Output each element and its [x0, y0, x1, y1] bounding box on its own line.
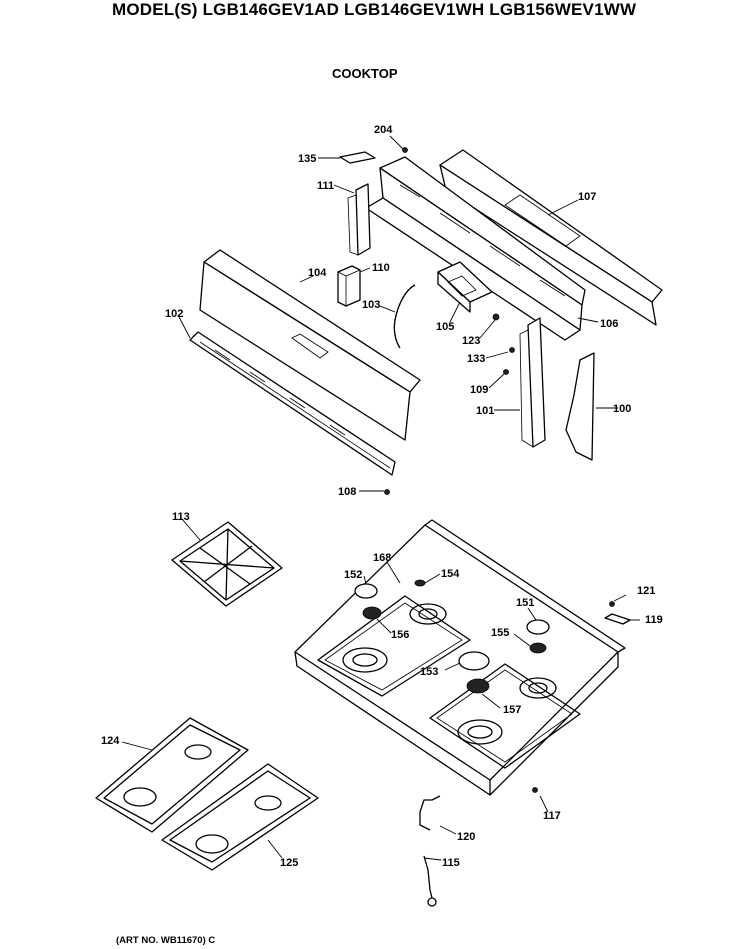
label-105: 105: [436, 321, 454, 333]
part-135-bracket: [339, 151, 376, 164]
label-119: 119: [645, 614, 663, 626]
label-102: 102: [165, 308, 183, 320]
label-154: 154: [441, 568, 460, 580]
label-111: 111: [317, 180, 334, 192]
part-102-manifold-panel: [189, 331, 396, 476]
part-105-clock: [437, 261, 493, 313]
label-101: 101: [476, 405, 494, 417]
label-100: 100: [613, 403, 631, 415]
label-135: 135: [298, 153, 316, 165]
label-133: 133: [467, 353, 485, 365]
label-108: 108: [338, 486, 356, 498]
part-101-end-bracket: [519, 317, 546, 448]
label-156: 156: [391, 629, 409, 641]
label-151: 151: [516, 597, 534, 609]
part-106-backguard: [365, 156, 586, 341]
label-121: 121: [637, 585, 655, 597]
label-117: 117: [543, 810, 561, 822]
part-103-wire-harness: [393, 284, 416, 349]
part-107-top-cover: [439, 149, 663, 326]
label-124: 124: [101, 735, 120, 747]
part-111-end-bracket: [347, 183, 371, 256]
label-104: 104: [308, 267, 327, 279]
section-title: COOKTOP: [332, 66, 398, 81]
label-109: 109: [470, 384, 488, 396]
label-107: 107: [578, 191, 596, 203]
label-106: 106: [600, 318, 618, 330]
label-123: 123: [462, 335, 480, 347]
part-104-control-panel: [199, 249, 421, 441]
main-cooktop: [294, 519, 626, 796]
label-103: 103: [362, 299, 380, 311]
model-numbers-header: MODEL(S) LGB146GEV1AD LGB146GEV1WH LGB15…: [112, 0, 637, 19]
label-125: 125: [280, 857, 298, 869]
label-153: 153: [420, 666, 438, 678]
label-157: 157: [503, 704, 521, 716]
part-113-burner-grate: [171, 521, 283, 607]
label-115: 115: [442, 857, 460, 869]
label-113: 113: [172, 511, 190, 523]
label-120: 120: [457, 831, 475, 843]
part-125-drip-pan: [161, 763, 319, 871]
part-110-switch: [337, 265, 361, 307]
part-100-side-trim: [565, 352, 595, 461]
label-110: 110: [372, 262, 390, 274]
label-152: 152: [344, 569, 362, 581]
part-124-drip-pan: [95, 717, 249, 833]
label-204: 204: [374, 124, 393, 136]
art-number: (ART NO. WB11670) C: [116, 935, 216, 946]
part-115-wire: [423, 855, 437, 907]
part-number-labels: 204 135 111 107 104 110 103 102 105 106 …: [101, 124, 663, 869]
label-168: 168: [373, 552, 391, 564]
label-155: 155: [491, 627, 509, 639]
leader-lines: [121, 135, 640, 861]
part-119-igniter: [604, 613, 631, 625]
part-120-wire: [419, 795, 441, 831]
screws: [384, 147, 615, 793]
